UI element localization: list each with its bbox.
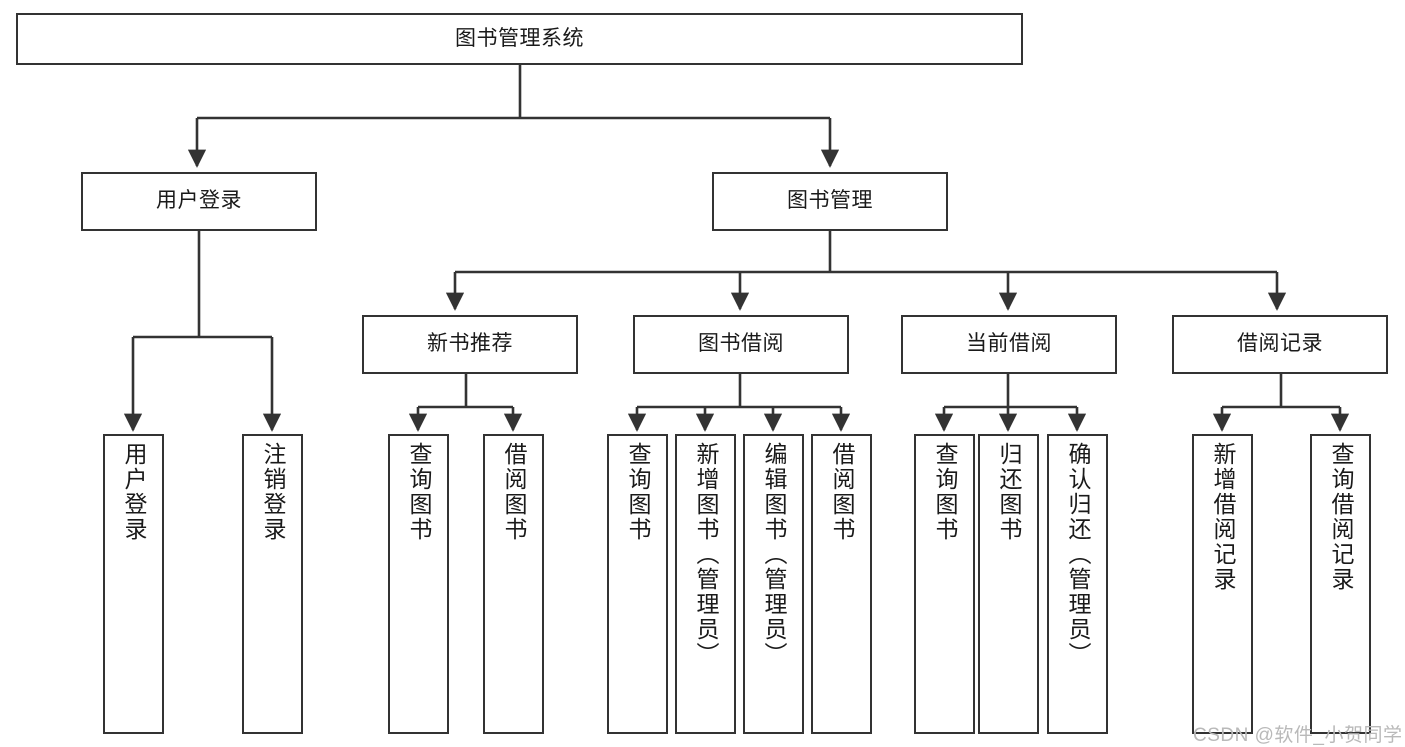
node-leaf-borrow-book-1[interactable]: 借阅图书 <box>483 434 544 734</box>
node-current-borrow-label: 当前借阅 <box>966 332 1052 356</box>
node-new-book-recommend-label: 新书推荐 <box>427 332 513 356</box>
node-book-manage-label: 图书管理 <box>787 189 873 213</box>
node-leaf-query-book-3[interactable]: 查询图书 <box>914 434 975 734</box>
node-leaf-query-book-1[interactable]: 查询图书 <box>388 434 449 734</box>
node-leaf-user-login-label: 用户登录 <box>121 442 147 542</box>
node-leaf-query-book-3-label: 查询图书 <box>932 442 958 542</box>
node-leaf-borrow-book-1-label: 借阅图书 <box>501 442 527 542</box>
node-leaf-logout[interactable]: 注销登录 <box>242 434 303 734</box>
node-leaf-query-book-1-label: 查询图书 <box>406 442 432 542</box>
node-leaf-confirm-return[interactable]: 确认归还（管理员） <box>1047 434 1108 734</box>
node-leaf-add-record[interactable]: 新增借阅记录 <box>1192 434 1253 734</box>
node-leaf-add-book-label: 新增图书（管理员） <box>693 442 719 667</box>
node-new-book-recommend[interactable]: 新书推荐 <box>362 315 578 374</box>
node-borrow-record[interactable]: 借阅记录 <box>1172 315 1388 374</box>
node-leaf-confirm-return-label: 确认归还（管理员） <box>1065 442 1091 667</box>
node-leaf-add-record-label: 新增借阅记录 <box>1210 442 1236 592</box>
node-leaf-return-book[interactable]: 归还图书 <box>978 434 1039 734</box>
node-current-borrow[interactable]: 当前借阅 <box>901 315 1117 374</box>
node-leaf-query-book-2-label: 查询图书 <box>625 442 651 542</box>
node-borrow-record-label: 借阅记录 <box>1237 332 1323 356</box>
node-leaf-edit-book[interactable]: 编辑图书（管理员） <box>743 434 804 734</box>
node-leaf-logout-label: 注销登录 <box>260 442 286 542</box>
node-root-label: 图书管理系统 <box>455 26 584 50</box>
node-root[interactable]: 图书管理系统 <box>16 13 1023 65</box>
node-user-login-label: 用户登录 <box>156 189 242 213</box>
node-leaf-query-record[interactable]: 查询借阅记录 <box>1310 434 1371 734</box>
node-leaf-borrow-book-2-label: 借阅图书 <box>829 442 855 542</box>
node-leaf-user-login[interactable]: 用户登录 <box>103 434 164 734</box>
node-user-login[interactable]: 用户登录 <box>81 172 317 231</box>
node-book-manage[interactable]: 图书管理 <box>712 172 948 231</box>
node-leaf-edit-book-label: 编辑图书（管理员） <box>761 442 787 667</box>
node-leaf-query-book-2[interactable]: 查询图书 <box>607 434 668 734</box>
node-leaf-add-book[interactable]: 新增图书（管理员） <box>675 434 736 734</box>
node-book-borrow-label: 图书借阅 <box>698 332 784 356</box>
node-book-borrow[interactable]: 图书借阅 <box>633 315 849 374</box>
node-leaf-borrow-book-2[interactable]: 借阅图书 <box>811 434 872 734</box>
node-leaf-query-record-label: 查询借阅记录 <box>1328 442 1354 592</box>
node-leaf-return-book-label: 归还图书 <box>996 442 1022 542</box>
watermark: CSDN @软件_小贺同学 <box>1193 725 1403 746</box>
